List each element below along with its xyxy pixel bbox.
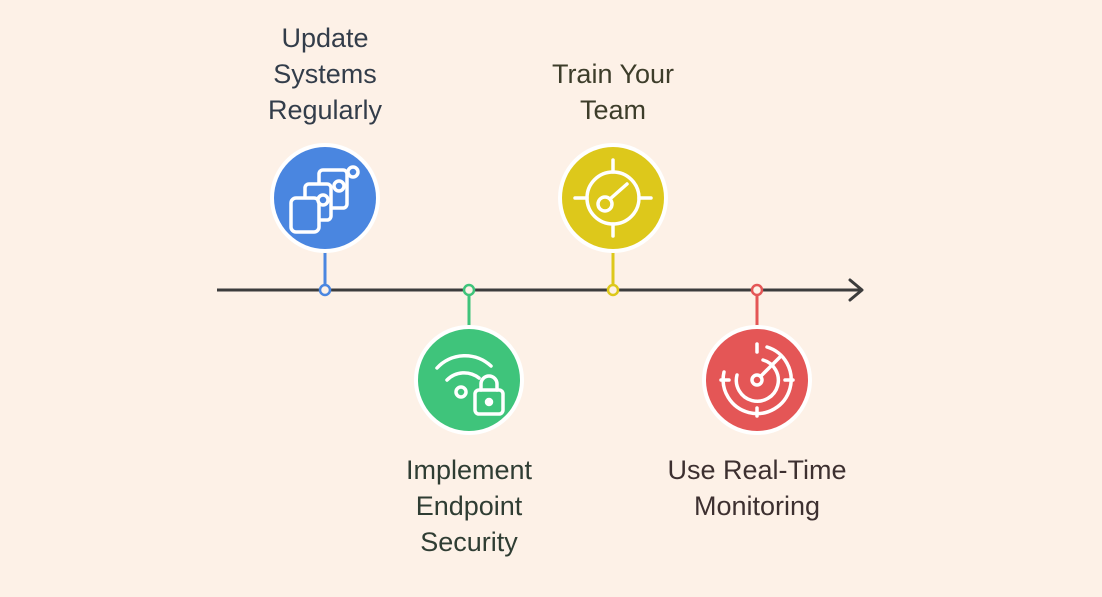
layers-icon (289, 165, 360, 234)
target-icon (573, 158, 653, 238)
wifi-lock-icon (435, 353, 505, 416)
label-line: Implement (405, 455, 533, 485)
label-line: Systems (273, 59, 377, 89)
label-line: Regularly (267, 95, 383, 125)
milestone-dot-train-team (606, 283, 620, 297)
milestone-label-train-team: Train Your Team (500, 56, 726, 128)
label-line: Security (420, 527, 518, 557)
label-line: Use Real-Time (667, 455, 847, 485)
label-line: Update (281, 23, 369, 53)
milestone-label-update-systems: Update Systems Regularly (225, 20, 425, 128)
arrow-head-icon (848, 278, 864, 302)
milestone-dot-real-time-monitoring (750, 283, 764, 297)
label-line: Endpoint (415, 491, 523, 521)
milestone-label-real-time-monitoring: Use Real-Time Monitoring (637, 452, 877, 524)
label-line: Train Your (551, 59, 675, 89)
milestone-label-endpoint-security: Implement Endpoint Security (369, 452, 569, 560)
label-line: Monitoring (693, 491, 821, 521)
milestone-dot-update-systems (318, 283, 332, 297)
radar-icon (719, 342, 795, 418)
label-line: Team (579, 95, 647, 125)
milestone-badge-endpoint-security (418, 329, 520, 431)
milestone-dot-endpoint-security (462, 283, 476, 297)
